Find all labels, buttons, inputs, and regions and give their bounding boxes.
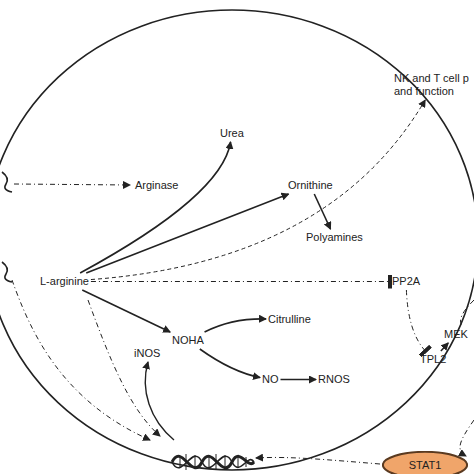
node-text: L-arginine xyxy=(40,275,89,288)
metabolite-label: Polyamines xyxy=(306,231,363,244)
receptor-symbol xyxy=(2,172,12,192)
signal-arrow xyxy=(12,280,150,440)
pathway-arrow xyxy=(281,379,317,381)
signal-arrow xyxy=(256,457,380,464)
dna-helix xyxy=(172,454,254,470)
pathway-arrow xyxy=(205,319,266,332)
enzyme-label: Arginase xyxy=(135,179,178,192)
pathway-arrow xyxy=(200,349,260,377)
node-text: STAT1 xyxy=(409,459,442,472)
metabolite-label: Ornithine xyxy=(288,179,333,192)
enzyme-label: iNOS xyxy=(134,347,160,360)
receptor-symbol xyxy=(2,262,12,282)
pathway-arrow xyxy=(91,100,425,280)
signal-arrow xyxy=(88,300,160,436)
node-text: Urea xyxy=(220,127,244,140)
node-text: Citrulline xyxy=(268,313,311,326)
node-text: Polyamines xyxy=(306,231,363,244)
node-text: NOHA xyxy=(172,334,204,347)
protein-label: TPL2 xyxy=(420,353,446,366)
metabolite-label: Citrulline xyxy=(268,313,311,326)
node-text: NO xyxy=(262,373,279,386)
protein-label: PP2A xyxy=(392,275,420,288)
protein-label: MEK xyxy=(444,328,468,341)
pathway-arrow xyxy=(86,194,288,273)
pathway-arrow xyxy=(80,142,230,273)
metabolite-label: NOHA xyxy=(172,334,204,347)
node-text: Arginase xyxy=(135,179,178,192)
signal-line xyxy=(461,300,474,326)
inhibition-connector xyxy=(406,290,425,351)
pathway-arrow xyxy=(82,290,170,332)
expression-arrow xyxy=(145,362,174,440)
node-text: Ornithine xyxy=(288,179,333,192)
node-text: MEK xyxy=(444,328,468,341)
metabolite-label: NO xyxy=(262,373,279,386)
inhibition-connector xyxy=(91,281,390,282)
node-text: RNOS xyxy=(318,373,350,386)
signal-arrow xyxy=(460,420,474,456)
node-text: TPL2 xyxy=(420,353,446,366)
pathway-arrow xyxy=(441,343,448,351)
node-text: PP2A xyxy=(392,275,420,288)
metabolite-label: RNOS xyxy=(318,373,350,386)
outcome-label: NK and T cell p and function xyxy=(394,72,474,98)
transcription-factor-oval: STAT1 xyxy=(382,451,468,474)
metabolite-label: L-arginine xyxy=(40,275,89,288)
metabolite-label: Urea xyxy=(220,127,244,140)
cell-outline xyxy=(0,10,474,470)
node-text: NK and T cell p and function xyxy=(394,72,474,98)
pathway-arrow xyxy=(314,194,330,229)
signal-arrow xyxy=(14,184,130,185)
node-text: iNOS xyxy=(134,347,160,360)
